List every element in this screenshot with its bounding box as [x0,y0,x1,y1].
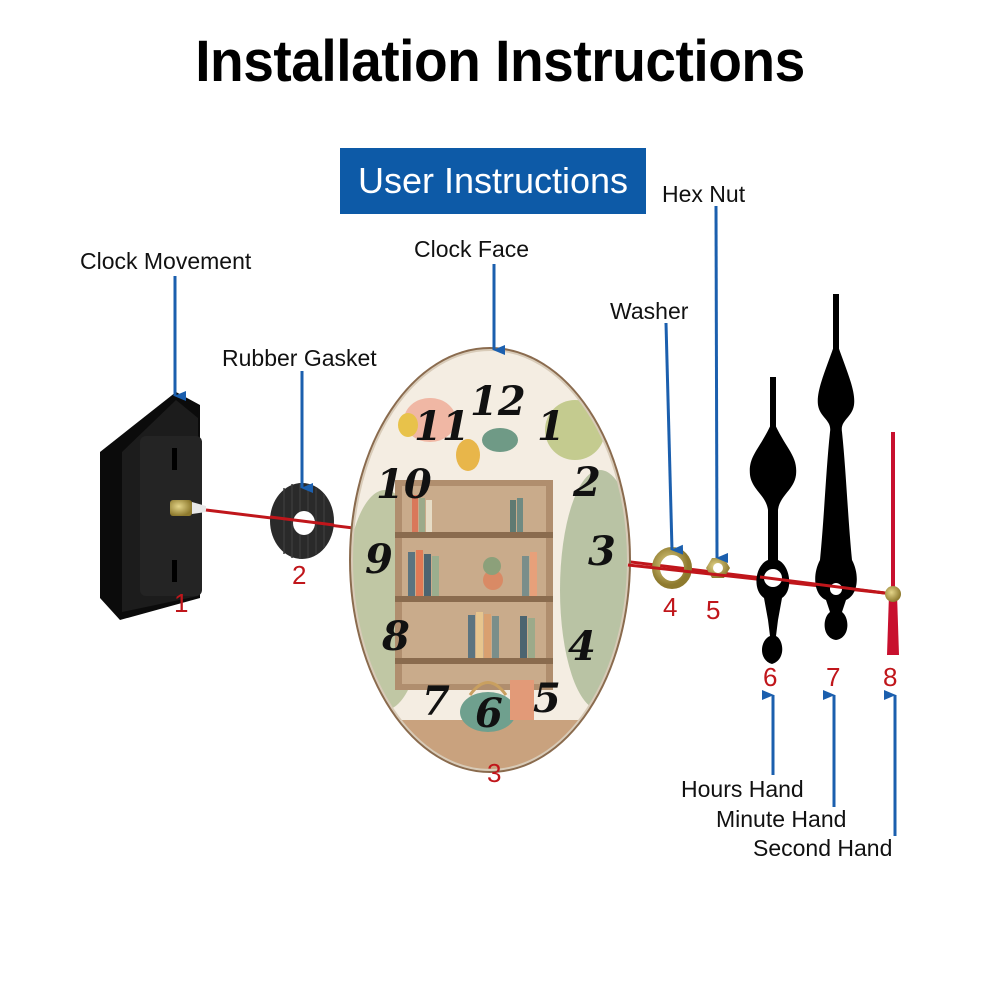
clock-face-icon: 12 1 2 3 4 5 6 7 8 9 10 11 [349,347,631,773]
label-hex-nut: Hex Nut [662,181,746,207]
numeral-7: 7 [422,678,450,725]
part-number-4: 4 [663,592,678,622]
part-number-1: 1 [174,588,189,618]
page-title: Installation Instructions [195,29,805,94]
hour-hand-icon [749,377,797,664]
leader-washer [664,322,684,555]
user-instructions-banner: User Instructions [340,148,646,214]
numeral-5: 5 [533,675,561,722]
second-hand-icon [885,432,901,655]
label-clock-face: Clock Face [414,236,530,262]
part-number-8: 8 [883,662,898,692]
label-hours-hand: Hours Hand [681,776,804,802]
numeral-6: 6 [475,690,503,737]
label-rubber-gasket: Rubber Gasket [222,345,377,371]
numeral-12: 12 [470,378,526,425]
clock-numerals: 12 1 2 3 4 5 6 7 8 9 10 11 [365,378,616,737]
part-number-2: 2 [292,560,307,590]
clock-movement-icon [100,392,206,620]
part-number-5: 5 [706,595,721,625]
label-minute-hand: Minute Hand [716,806,847,832]
part-number-3: 3 [487,758,502,788]
label-washer: Washer [610,298,689,324]
numeral-3: 3 [588,528,616,575]
numeral-9: 9 [365,536,393,583]
numeral-8: 8 [381,613,410,660]
user-instructions-label: User Instructions [357,160,629,201]
numeral-1: 1 [537,403,565,450]
numeral-2: 2 [572,459,601,506]
leader-lines [173,205,897,836]
numeral-10: 10 [376,461,432,508]
part-number-6: 6 [763,662,778,692]
label-clock-movement: Clock Movement [80,248,252,274]
numeral-11: 11 [414,403,470,450]
rubber-gasket-icon [269,483,335,559]
label-second-hand: Second Hand [753,835,893,861]
part-number-7: 7 [826,662,841,692]
numeral-4: 4 [568,623,596,670]
leader-hex-nut [714,205,729,563]
